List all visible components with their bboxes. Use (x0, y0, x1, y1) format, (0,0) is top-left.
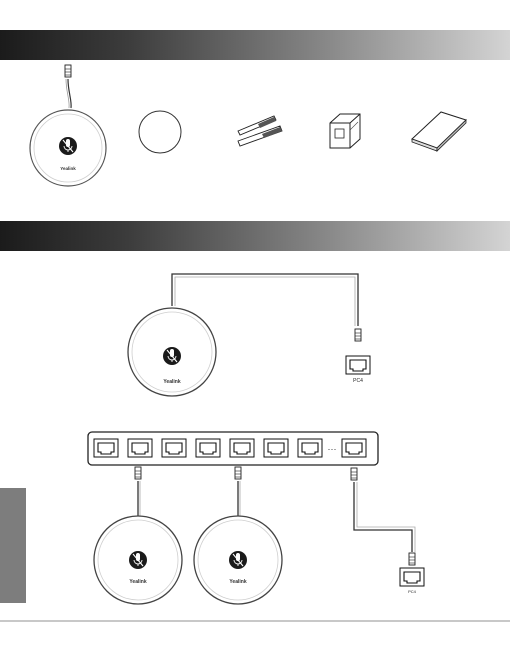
rj45-coupler-icon (330, 114, 360, 148)
mic-logo-2: Yealink (163, 379, 180, 385)
pc4-port-label: PC4 (353, 378, 363, 384)
adhesive-pad-icon (139, 111, 181, 153)
connected-microphone-bottom-middle: Yealink (194, 467, 282, 604)
pc4-port: PC4 (346, 356, 370, 384)
pc4-port-bottom-label: PC4 (408, 589, 417, 594)
cable-ties-icon (238, 116, 282, 146)
quick-start-guide-icon (412, 112, 466, 151)
switch-ellipsis: ··· (328, 444, 337, 454)
mic-logo-4: Yealink (229, 579, 246, 585)
pc4-port-bottom: PC4 (400, 568, 424, 594)
switch-uplink-cable (351, 468, 415, 565)
mic-logo-1: Yealink (60, 166, 76, 171)
connected-microphone-top: Yealink (128, 274, 358, 396)
mic-logo-3: Yealink (129, 579, 146, 585)
connected-microphone-bottom-left: Yealink (94, 467, 182, 604)
network-switch: ··· (88, 432, 378, 465)
expansion-microphone-icon: Yealink (30, 65, 106, 186)
connector-plug-top (355, 329, 361, 341)
